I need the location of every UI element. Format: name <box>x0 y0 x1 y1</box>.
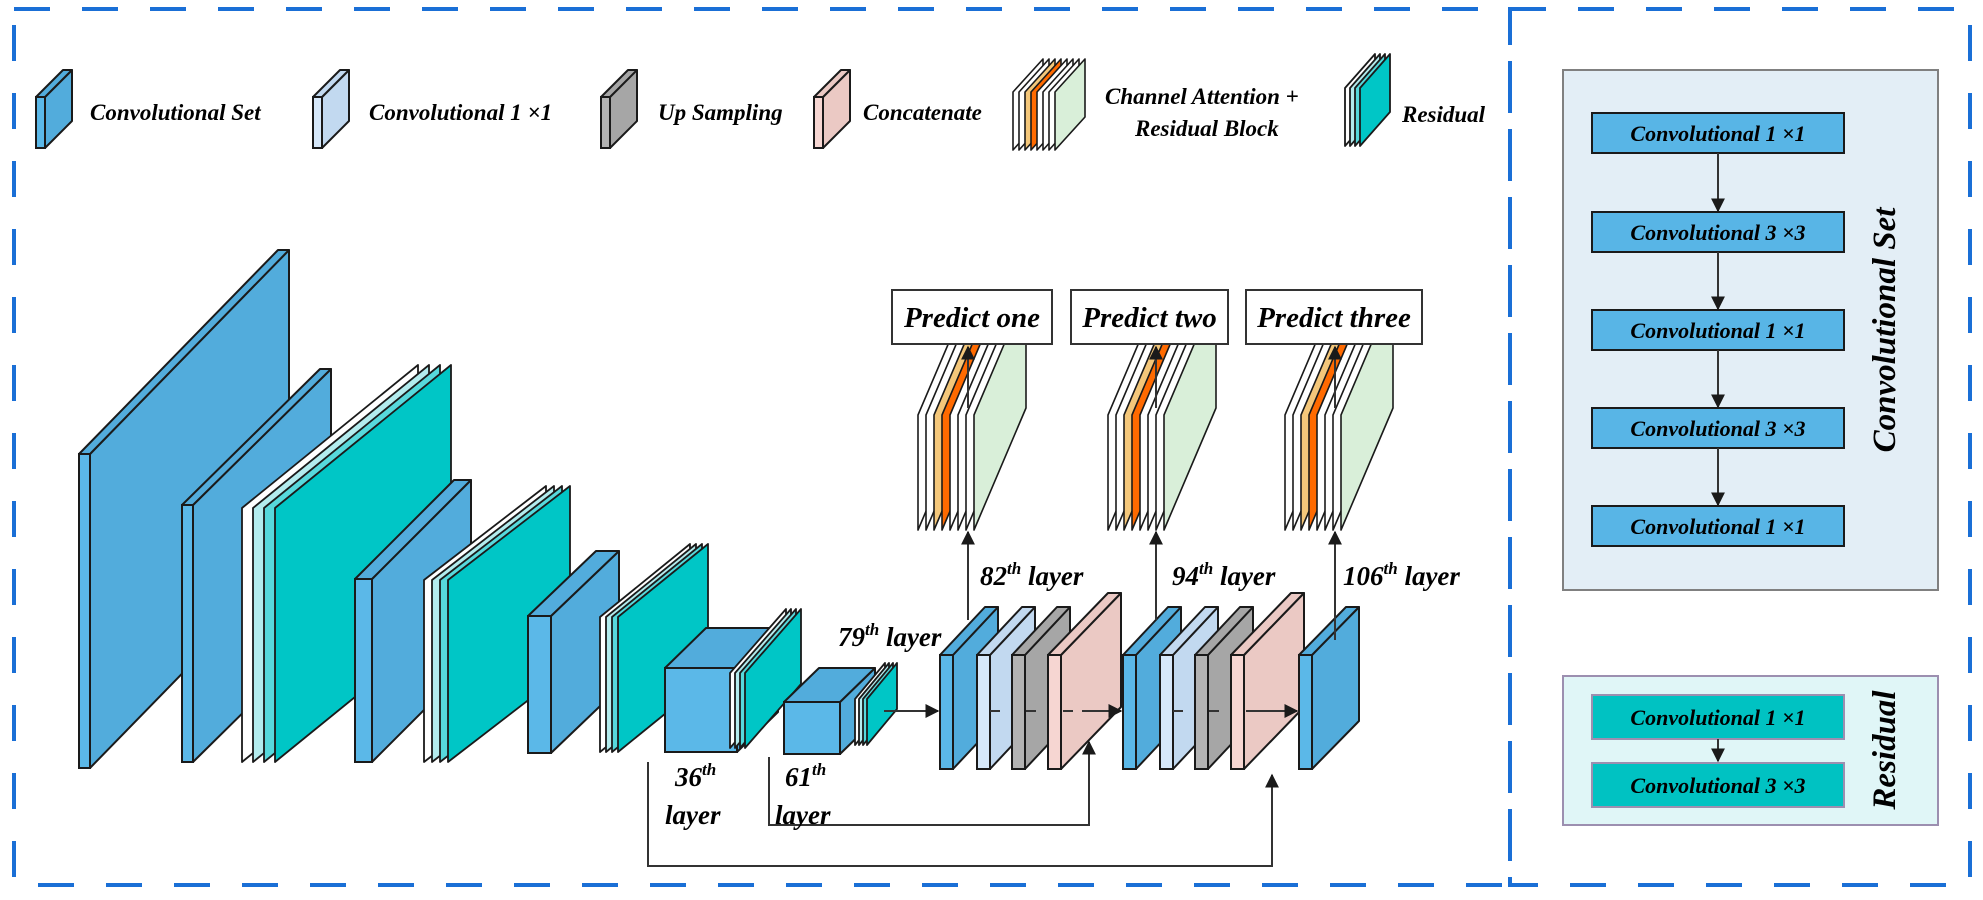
conv-set-panel: Convolutional 1 ×1 Convolutional 3 ×3 Conv… <box>1562 69 1939 591</box>
svg-text:61th: 61th <box>785 760 826 792</box>
svg-text:82th layer: 82th layer <box>980 559 1084 591</box>
backbone-residual-stack-1 <box>241 364 452 763</box>
conv-set-step-label: Convolutional 1 ×1 <box>1630 514 1805 539</box>
residual-step-2: Convolutional 3 ×3 <box>1591 762 1845 808</box>
conv-set-step-label: Convolutional 1 ×1 <box>1630 318 1805 343</box>
backbone-residual-stack-2 <box>423 485 571 763</box>
legend-label-conv-set: Convolutional Set <box>90 100 261 125</box>
backbone-residual-stack-4 <box>729 608 802 749</box>
svg-text:layer: layer <box>665 800 721 830</box>
main-network-frame <box>12 7 1512 887</box>
legend-label-upsampling: Up Sampling <box>658 100 783 125</box>
head-final-conv-set-layer106 <box>1298 606 1360 770</box>
conv-set-step-label: Convolutional 3 ×3 <box>1630 220 1805 245</box>
layer-suffix: th <box>865 620 879 639</box>
residual-sheet <box>866 662 898 746</box>
upsampling-block-icon <box>600 69 638 149</box>
residual-block-icon <box>1344 53 1391 147</box>
conv-set-block-icon <box>35 69 73 149</box>
predict-label: Predict two <box>1081 302 1217 334</box>
layer-number: 36 <box>674 762 703 792</box>
svg-text:layer: layer <box>775 800 831 830</box>
residual-step-label: Convolutional 3 ×3 <box>1630 773 1805 798</box>
conv-set-step-label: Convolutional 1 ×1 <box>1630 121 1805 146</box>
legend-label-conv-1x1: Convolutional 1 ×1 <box>369 100 552 125</box>
conv-1x1-block-icon <box>312 69 350 149</box>
residual-sheet <box>1359 53 1391 147</box>
conv-set-step-4: Convolutional 3 ×3 <box>1591 407 1845 449</box>
prediction-boxes: Predict one Predict two Predict three <box>891 289 1423 345</box>
predict-label: Predict one <box>903 302 1040 334</box>
outer-dashed-frame <box>12 7 1972 887</box>
conv-set-step-1: Convolutional 1 ×1 <box>1591 112 1845 154</box>
layer-suffix: th <box>702 760 716 779</box>
backbone-conv-set-3 <box>354 479 472 763</box>
conv-set-step-label: Convolutional 3 ×3 <box>1630 416 1805 441</box>
residual-panel: Convolutional 1 ×1 Convolutional 3 ×3 Resi… <box>1562 675 1939 826</box>
svg-text:94th layer: 94th layer <box>1172 559 1276 591</box>
label-layer-94: 94th layer <box>1172 559 1276 591</box>
side-panels-frame <box>1508 7 1972 887</box>
layer-number: 106 <box>1343 561 1384 591</box>
backbone <box>78 249 898 769</box>
label-layer-79: 79th layer <box>838 620 942 652</box>
legend-label-channel-attention-line2: Residual Block <box>1134 116 1279 141</box>
label-layer-36: 36th layer <box>665 760 721 830</box>
head-group-1-concatenate <box>1047 592 1122 770</box>
predict-box-2: Predict two <box>1070 289 1229 345</box>
layer-suffix: th <box>1007 559 1021 578</box>
layer-number: 79 <box>838 622 866 652</box>
conv-set-step-5: Convolutional 1 ×1 <box>1591 505 1845 547</box>
predict-box-3: Predict three <box>1245 289 1423 345</box>
svg-text:36th: 36th <box>674 760 716 792</box>
attention-stack-predict-three <box>1284 292 1394 531</box>
conv-set-step-3: Convolutional 1 ×1 <box>1591 309 1845 351</box>
channel-attention-block-icon <box>1012 58 1086 151</box>
layer-suffix: th <box>1199 559 1213 578</box>
layer-suffix: th <box>812 760 826 779</box>
backbone-residual-stack-5-layer79 <box>854 662 898 746</box>
backbone-residual-stack-3 <box>599 543 709 753</box>
skip-layer61-to-concat1 <box>768 740 1096 826</box>
residual-step-label: Convolutional 1 ×1 <box>1630 705 1805 730</box>
label-layer-106: 106th layer <box>1343 559 1460 591</box>
layer-number: 82 <box>980 561 1007 591</box>
layer-number: 61 <box>785 762 812 792</box>
legend-label-concatenate: Concatenate <box>863 100 982 125</box>
conv-set-panel-title: Convolutional Set <box>1867 207 1903 453</box>
attention-sheet <box>1054 58 1086 151</box>
legend-label-channel-attention-line1: Channel Attention + <box>1105 84 1299 109</box>
head-group-2-concatenate <box>1230 592 1305 770</box>
skip-layer36-to-concat2 <box>647 762 1279 867</box>
svg-text:106th layer: 106th layer <box>1343 559 1460 591</box>
legend-label-residual: Residual <box>1401 102 1486 127</box>
legend: Convolutional Set Convolutional 1 ×1 Up Sa… <box>35 53 1486 151</box>
residual-step-1: Convolutional 1 ×1 <box>1591 694 1845 740</box>
layer-number: 94 <box>1172 561 1199 591</box>
predict-box-1: Predict one <box>891 289 1053 345</box>
residual-panel-title: Residual <box>1867 690 1903 811</box>
concatenate-block-icon <box>813 69 851 149</box>
conv-set-step-2: Convolutional 3 ×3 <box>1591 211 1845 253</box>
label-layer-82: 82th layer <box>980 559 1084 591</box>
connections <box>647 345 1342 867</box>
residual-sheet <box>744 608 802 749</box>
label-layer-61: 61th layer <box>775 760 831 830</box>
predict-label: Predict three <box>1256 302 1411 334</box>
layer-suffix: th <box>1384 559 1398 578</box>
svg-text:79th layer: 79th layer <box>838 620 942 652</box>
